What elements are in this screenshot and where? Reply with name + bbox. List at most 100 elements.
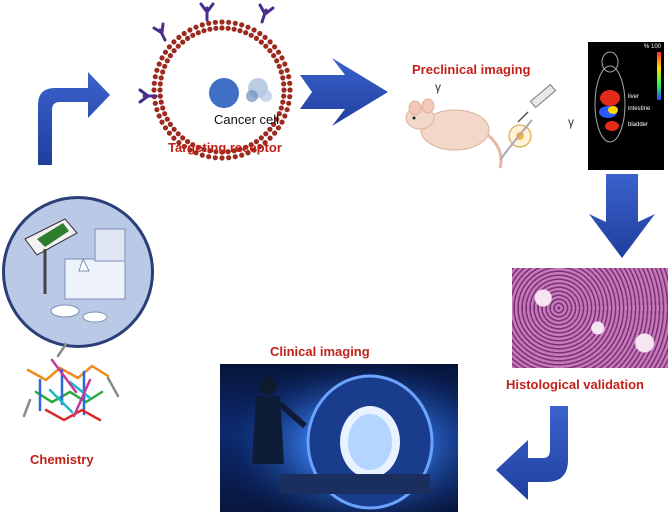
lipid-dot [207, 148, 213, 154]
lipid-dot [180, 135, 186, 141]
cancer-cell-label: Cancer cell [214, 112, 280, 127]
lipid-dot [199, 152, 205, 158]
lipid-dot [162, 49, 169, 55]
lipid-dot [181, 30, 187, 37]
lipid-dot [158, 75, 164, 81]
lipid-dot [237, 146, 243, 152]
lipid-dot [267, 135, 273, 141]
lipid-dot [219, 19, 225, 25]
lipid-dot [195, 144, 201, 150]
lipid-dot [226, 19, 232, 25]
lipid-dot [275, 49, 282, 55]
lipid-dot [158, 99, 164, 105]
lipid-bilayer [151, 19, 293, 161]
lipid-dot [176, 140, 182, 146]
lipid-dot [193, 24, 199, 30]
clinical-scanner-photo [220, 364, 458, 512]
lipid-dot [159, 119, 165, 125]
lipid-dot [232, 154, 238, 160]
lipid-dot [251, 27, 257, 33]
lipid-dot [162, 125, 169, 131]
lipid-dot [212, 155, 218, 161]
lipid-dot [257, 143, 263, 150]
lipid-dot [162, 63, 168, 69]
lipid-dot [258, 135, 264, 141]
lipid-dot [212, 19, 218, 25]
lipid-dot [286, 100, 292, 106]
lipid-dot [284, 67, 290, 73]
lipid-dot [219, 149, 225, 155]
pet-organ-bladder: bladder [628, 122, 649, 128]
lipid-dot [278, 105, 284, 111]
lipid-dot [201, 146, 207, 152]
clinical-imaging-label: Clinical imaging [270, 344, 370, 359]
pet-organ-liver: liver [628, 94, 640, 100]
lipid-dot [152, 74, 158, 80]
lipid-dot [160, 69, 166, 75]
lipid-dot [187, 27, 193, 33]
lipid-dot [287, 87, 293, 93]
lipid-dot [175, 43, 181, 49]
pet-mouse-outline [594, 51, 626, 143]
lipid-dot [225, 25, 231, 31]
lipid-dot [159, 55, 165, 61]
lipid-dot [272, 130, 278, 136]
lipid-dot [180, 39, 186, 45]
lipid-dot [253, 139, 259, 145]
lipid-dot [166, 130, 172, 136]
chemistry-label: Chemistry [30, 452, 94, 467]
lab-scene-icon [24, 218, 126, 323]
lipid-dot [267, 48, 273, 54]
lipid-dot [157, 81, 163, 87]
preclinical-imaging-label: Preclinical imaging [412, 62, 531, 77]
histological-validation-label: Histological validation [506, 377, 644, 392]
lipid-dot [157, 93, 163, 99]
lipid-dot [160, 105, 166, 111]
lipid-dot [167, 121, 173, 127]
lipid-dot [284, 107, 290, 113]
lipid-dot [175, 131, 181, 137]
lipid-dot [219, 155, 225, 161]
lipid-dot [162, 111, 168, 117]
lipid-dot [185, 35, 191, 42]
lipid-dot [262, 140, 268, 146]
gamma-symbol-1: γ [435, 80, 441, 94]
lipid-dot [237, 28, 243, 34]
lipid-dot [257, 30, 263, 37]
lipid-dot [185, 139, 191, 145]
lipid-dot [171, 135, 177, 141]
lipid-dot [151, 87, 157, 93]
cancer-cell-icon [209, 78, 239, 108]
lipid-dot [267, 126, 273, 132]
lipid-dot [281, 87, 287, 93]
lipid-dot [166, 44, 172, 50]
lipid-dot [190, 142, 196, 148]
syringe-icon [499, 83, 557, 161]
lipid-dot [245, 24, 251, 30]
lipid-dot [272, 44, 278, 50]
lipid-dot [286, 74, 292, 80]
lipid-dot [206, 20, 212, 26]
pet-scan-image: % 100 liver intestine bladder [588, 42, 664, 170]
lipid-dot [282, 61, 288, 67]
drug-molecule-icon [246, 78, 272, 102]
lipid-dot [231, 26, 237, 32]
lipid-dot [213, 149, 219, 155]
lipid-dot [187, 147, 193, 153]
lipid-dot [181, 143, 187, 150]
lipid-dot [157, 87, 163, 93]
lipid-dot [239, 152, 245, 158]
lipid-dot [280, 75, 286, 81]
lipid-dot [171, 126, 177, 132]
histology-image [512, 268, 668, 368]
lipid-dot [151, 80, 157, 86]
lipid-dot [281, 93, 287, 99]
gamma-symbol-2: γ [568, 115, 574, 129]
lipid-dot [219, 25, 225, 31]
pet-scale-label: % 100 [643, 44, 661, 50]
lipid-dot [164, 116, 170, 122]
